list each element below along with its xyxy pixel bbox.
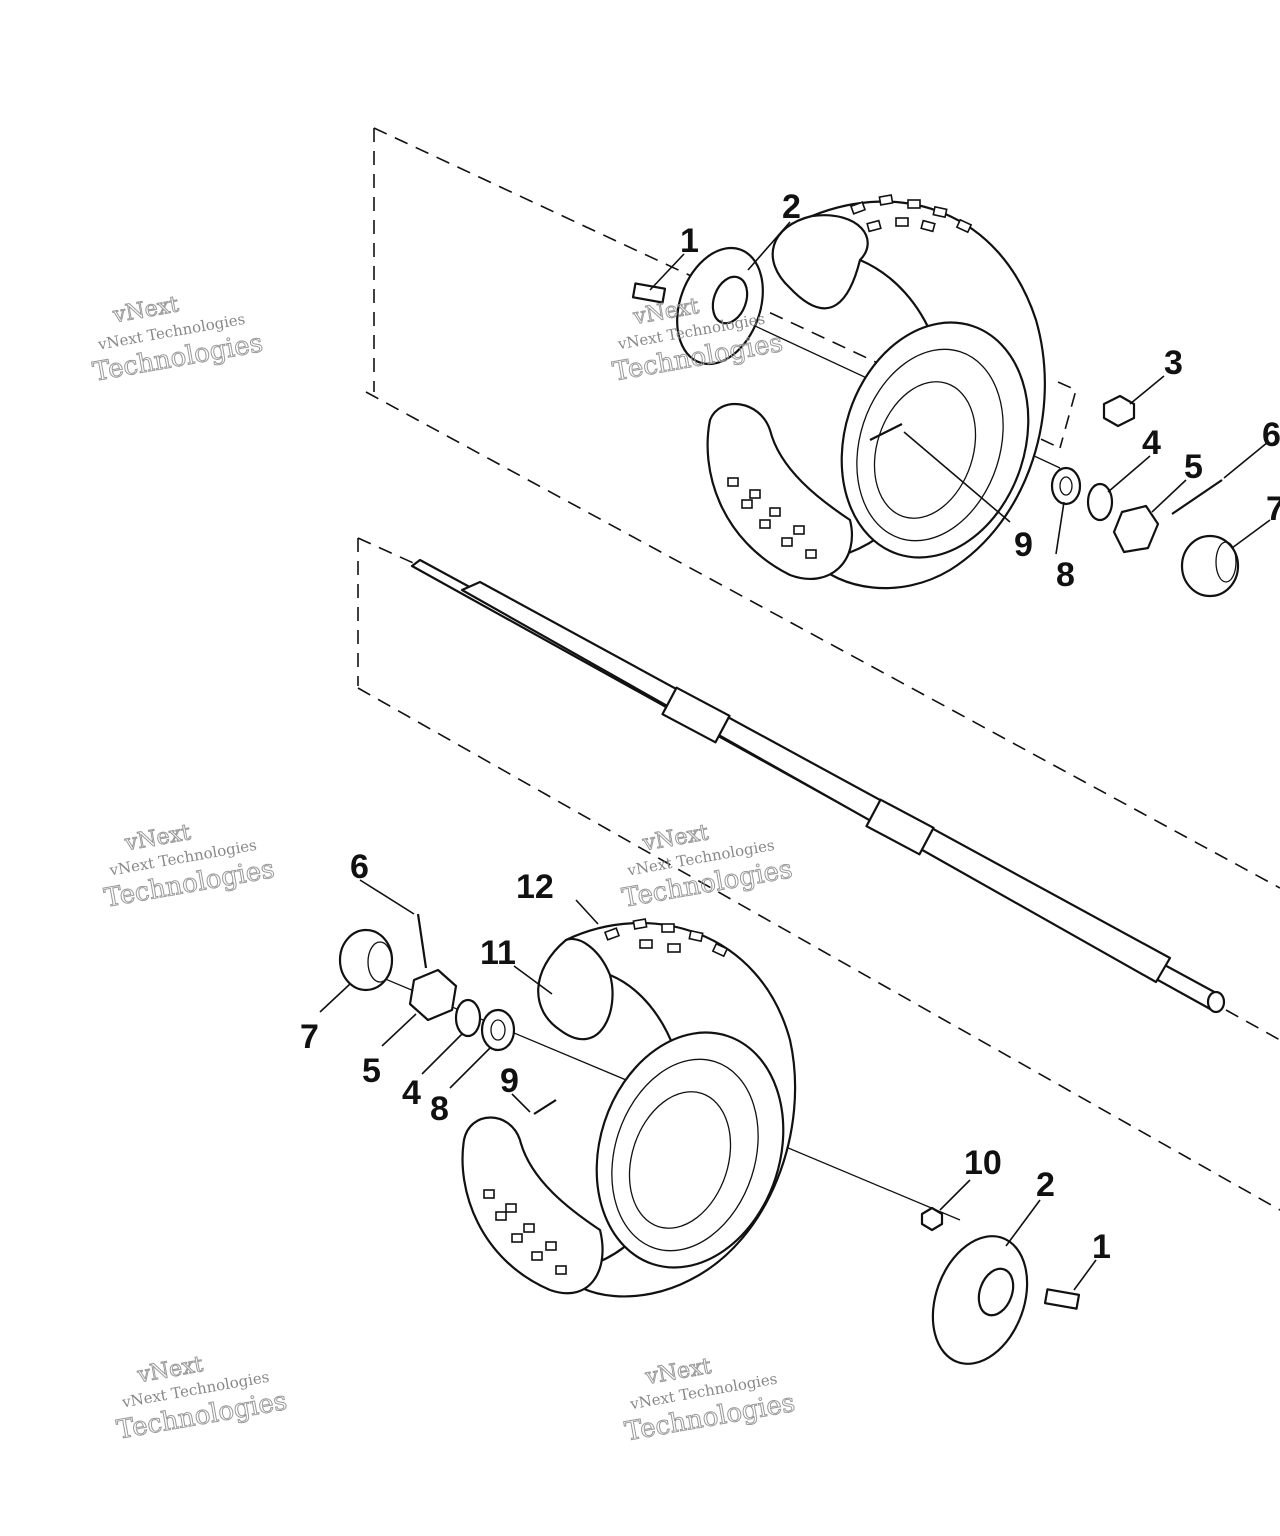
bottom-wheel — [461, 918, 797, 1298]
leader-lines — [319, 221, 1271, 1291]
top-fasteners — [1050, 394, 1240, 598]
callout-bot-9: 9 — [500, 1062, 519, 1100]
watermark-3: vNext vNext Technologies Technologies — [102, 820, 278, 915]
top-wheel — [706, 194, 1046, 590]
watermark-1: vNext vNext Technologies Technologies — [90, 292, 266, 388]
callout-bot-8: 8 — [430, 1090, 449, 1128]
callout-top-6: 6 — [1262, 416, 1280, 454]
top-hub — [631, 246, 764, 366]
callout-bot-5: 5 — [362, 1052, 381, 1090]
callouts: 1 2 3 4 5 6 7 8 9 6 12 11 7 5 4 8 9 10 2… — [300, 188, 1280, 1266]
callout-top-7: 7 — [1266, 490, 1280, 528]
callout-bot-12: 12 — [516, 868, 554, 906]
callout-bot-10: 10 — [964, 1144, 1002, 1182]
watermarks: vNext vNext Technologies Technologies vN… — [90, 292, 798, 1448]
callout-bot-2: 2 — [1036, 1166, 1055, 1204]
watermark-5: vNext vNext Technologies Technologies — [114, 1352, 290, 1447]
tread-lugs — [727, 194, 973, 559]
callout-top-9: 9 — [1014, 526, 1033, 564]
bottom-fasteners — [338, 913, 516, 1052]
callout-top-5: 5 — [1184, 448, 1203, 486]
callout-top-1: 1 — [680, 222, 699, 260]
callout-top-3: 3 — [1164, 344, 1183, 382]
watermark-4: vNext vNext Technologies Technologies — [619, 820, 795, 915]
callout-bot-11: 11 — [480, 934, 516, 972]
watermark-6: vNext vNext Technologies Technologies — [622, 1353, 798, 1448]
axle-shaft — [410, 558, 1226, 1014]
callout-bot-6: 6 — [350, 848, 369, 886]
callout-bot-7: 7 — [300, 1018, 319, 1056]
callout-top-8: 8 — [1056, 556, 1075, 594]
callout-top-4: 4 — [1142, 424, 1161, 462]
bottom-hub — [920, 1206, 1081, 1365]
callout-bot-1: 1 — [1092, 1228, 1111, 1266]
callout-bot-4: 4 — [402, 1074, 421, 1112]
tread-lugs-bottom — [483, 918, 729, 1275]
callout-top-2: 2 — [782, 188, 801, 226]
